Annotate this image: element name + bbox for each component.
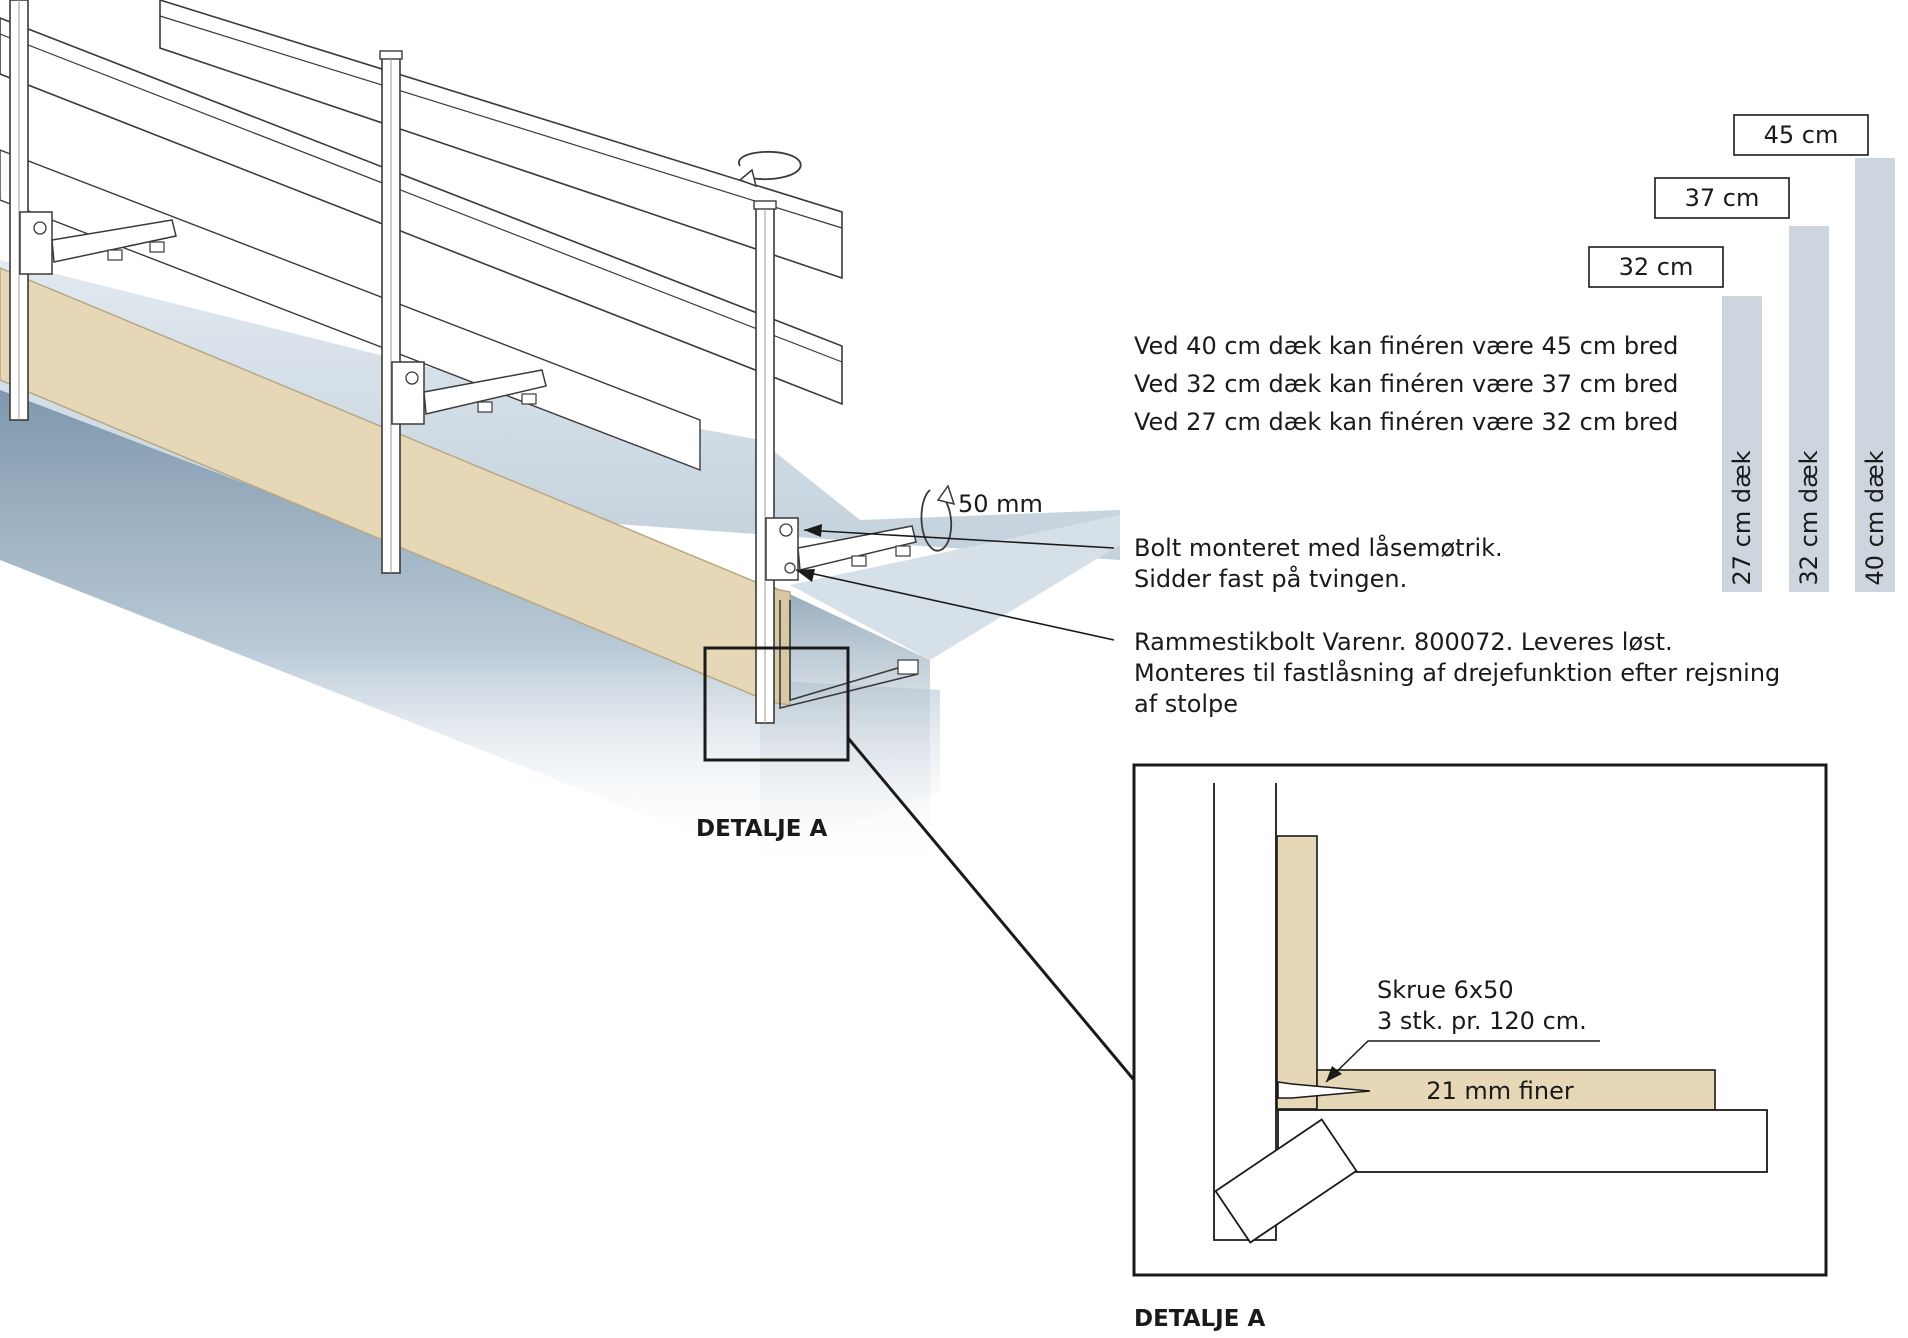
handrail-middle [0, 17, 843, 406]
dimension-box-45-label: 45 cm [1764, 121, 1839, 149]
detail-marker-label: DETALJE A [696, 816, 827, 842]
angle-bracket-lower [779, 600, 919, 710]
screw-label-line-1: Skrue 6x50 [1377, 976, 1514, 1004]
frame-bolt-line-1: Rammestikbolt Varenr. 800072. Leveres lø… [1134, 628, 1673, 656]
deck-bar-40-label: 40 cm dæk [1861, 450, 1889, 585]
screw-leader-line [1325, 1040, 1600, 1083]
frame-bolt-line-3: af stolpe [1134, 690, 1238, 718]
detail-marker-box [703, 646, 850, 762]
clamp-left [19, 211, 177, 275]
bolt-callout-line-2: Sidder fast på tvingen. [1134, 564, 1407, 593]
plywood-label: 21 mm finer [1426, 1077, 1574, 1105]
note-line-3: Ved 27 cm dæk kan finéren være 32 cm bre… [1134, 408, 1678, 436]
handrail-top [159, 0, 843, 280]
clamp-middle [391, 361, 547, 425]
note-line-1: Ved 40 cm dæk kan finéren være 45 cm bre… [1134, 332, 1678, 360]
screw-label-line-2: 3 stk. pr. 120 cm. [1377, 1007, 1587, 1035]
post-left [9, 0, 29, 421]
deck-bar-32 [1789, 226, 1829, 592]
width-notes: Ved 40 cm dæk kan finéren være 45 cm bre… [1134, 332, 1678, 436]
rotate-arrow-icon [738, 150, 802, 188]
dimension-box-45 [1733, 114, 1869, 156]
bracket-arm [1277, 1109, 1768, 1173]
dimension-box-32-label: 32 cm [1619, 253, 1694, 281]
post-right [753, 200, 777, 724]
dimension-box-37 [1654, 177, 1790, 219]
post-section [1213, 783, 1277, 1241]
detail-a-frame: Skrue 6x50 3 stk. pr. 120 cm. 21 mm fine… [1132, 763, 1828, 1277]
dimension-box-32 [1588, 246, 1724, 288]
dimension-legend: 45 cm 37 cm 32 cm 27 cm dæk 32 cm dæk 40… [1588, 114, 1895, 592]
deck-bar-27-label: 27 cm dæk [1728, 450, 1756, 585]
detail-caption: DETALJE A [1134, 1306, 1265, 1332]
vertical-plywood [1276, 835, 1318, 1110]
offset-label: 50 mm [958, 490, 1043, 518]
bolt-callout-line-1: Bolt monteret med låsemøtrik. [1134, 533, 1503, 562]
frame-bolt-callout: Rammestikbolt Varenr. 800072. Leveres lø… [795, 569, 1780, 718]
screw-icon [1277, 1081, 1371, 1099]
post-middle [379, 50, 403, 574]
tilted-foot [1214, 1118, 1358, 1244]
deck-bar-32-label: 32 cm dæk [1795, 450, 1823, 585]
deck-bar-27 [1722, 296, 1762, 592]
detail-connector-line [846, 737, 1136, 1081]
note-line-2: Ved 32 cm dæk kan finéren være 37 cm bre… [1134, 370, 1678, 398]
dimension-box-37-label: 37 cm [1685, 184, 1760, 212]
bolt-callout: Bolt monteret med låsemøtrik. Sidder fas… [803, 524, 1503, 593]
frame-bolt-line-2: Monteres til fastlåsning af drejefunktio… [1134, 658, 1780, 687]
tilt-arrow-icon [920, 484, 956, 552]
deck-bar-40 [1855, 158, 1895, 592]
